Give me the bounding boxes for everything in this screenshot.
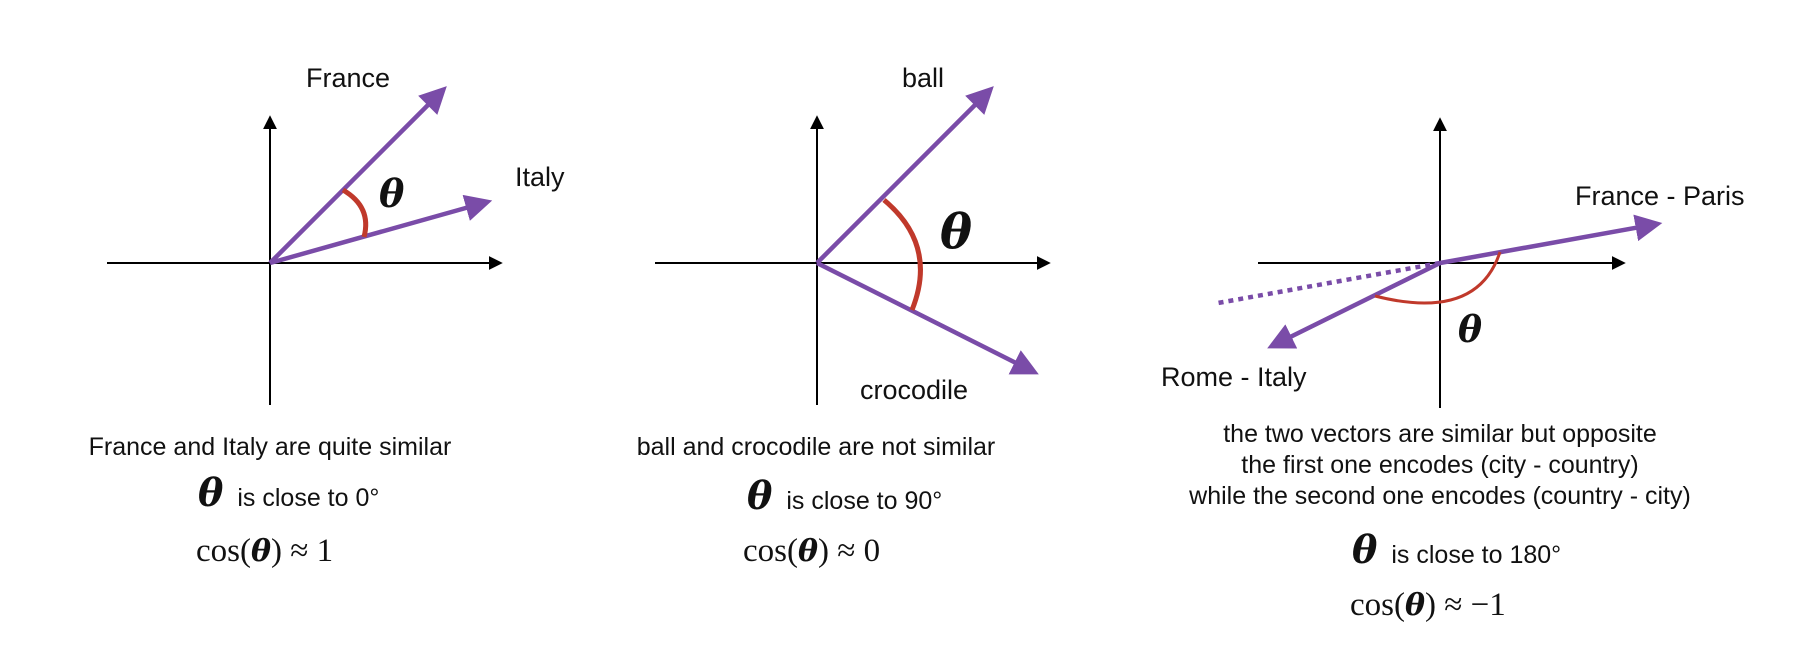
cos-prefix: cos( [743, 533, 798, 569]
panel-3: θ France - Paris Rome - Italy [1161, 117, 1745, 408]
panel-2-caption: ball and crocodile are not similar [570, 432, 1062, 463]
panel-1-cos-formula: cos(θ) ≈ 1 [196, 533, 333, 570]
panel-1-theta-text: is close to 0° [237, 484, 380, 512]
panel-3-caption-line-3: while the second one encodes (country - … [1189, 482, 1691, 510]
panel-1-theta-statement: θ is close to 0° [198, 470, 379, 515]
panel-1-caption-line: France and Italy are quite similar [88, 433, 452, 461]
cos-suffix: ) ≈ [1425, 587, 1471, 623]
cos-prefix: cos( [196, 533, 251, 569]
cos-theta: θ [797, 534, 818, 569]
panel-1-vector-1-label: France [306, 63, 390, 93]
cos-suffix: ) ≈ [818, 533, 864, 569]
panel-1-cos-value: 1 [316, 533, 334, 569]
panel-2-theta-statement: θ is close to 90° [747, 473, 942, 518]
panel-3-dotted-extension [1217, 260, 1441, 306]
panel-3-theta-symbol: θ [1352, 527, 1378, 572]
panel-1: θ France Italy [107, 63, 565, 405]
panel-3-theta-label: θ [1458, 309, 1482, 351]
panel-1-caption: France and Italy are quite similar [30, 432, 510, 463]
panel-3-vector-1-label: France - Paris [1575, 181, 1745, 211]
panel-1-angle-arc [341, 187, 369, 238]
panel-1-vector-france [268, 86, 447, 265]
panel-2-vector-1-label: ball [902, 63, 944, 93]
panel-3-vector-2-label: Rome - Italy [1161, 362, 1307, 392]
panel-3-angle-arc [1374, 251, 1502, 305]
panel-2-caption-line: ball and crocodile are not similar [636, 433, 996, 461]
panel-2-vector-ball [815, 86, 994, 265]
panel-3-cos-formula: cos(θ) ≈ −1 [1350, 587, 1506, 624]
panel-2-angle-arc [882, 198, 923, 311]
panel-3-theta-statement: θ is close to 180° [1352, 527, 1561, 572]
panel-2-vector-crocodile [815, 260, 1039, 375]
panel-3-caption: the two vectors are similar but opposite… [1120, 419, 1760, 512]
cos-theta: θ [250, 534, 271, 569]
panel-1-vector-2-label: Italy [515, 162, 565, 192]
panel-2-cos-formula: cos(θ) ≈ 0 [743, 533, 880, 570]
cos-suffix: ) ≈ [271, 533, 317, 569]
panel-3-cos-value: −1 [1470, 587, 1506, 623]
panel-2-vector-2-label: crocodile [860, 375, 968, 405]
panel-2: θ ball crocodile [655, 63, 1051, 405]
panel-3-theta-text: is close to 180° [1391, 541, 1562, 569]
panel-2-theta-label: θ [940, 204, 972, 260]
panel-3-caption-line-1: the two vectors are similar but opposite [1223, 420, 1657, 448]
panel-3-caption-line-2: the first one encodes (city - country) [1241, 451, 1639, 479]
cos-prefix: cos( [1350, 587, 1405, 623]
panel-1-theta-symbol: θ [198, 470, 224, 515]
panel-2-cos-value: 0 [863, 533, 881, 569]
panel-2-theta-symbol: θ [747, 473, 773, 518]
cos-theta: θ [1404, 588, 1425, 623]
panel-1-vector-italy [269, 194, 493, 266]
panel-3-vector-france-paris [1439, 214, 1663, 266]
panel-1-theta-label: θ [379, 171, 405, 216]
panel-2-theta-text: is close to 90° [786, 487, 943, 515]
panel-3-vector-rome-italy [1267, 260, 1441, 349]
